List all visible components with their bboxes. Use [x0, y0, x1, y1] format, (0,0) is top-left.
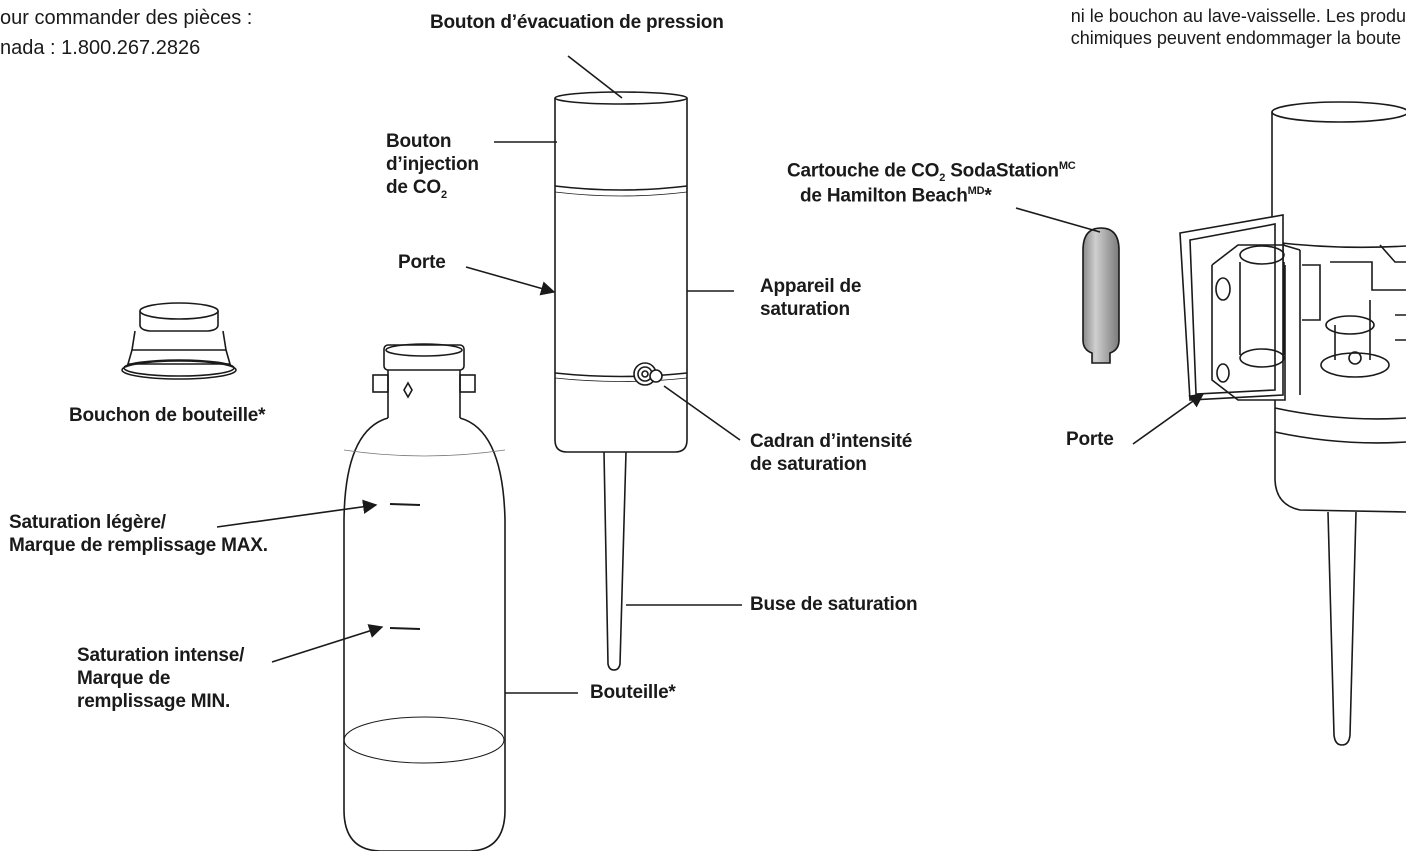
label-intense-carbonation: Saturation intense/ Marque de remplissag… — [77, 645, 244, 713]
notice-line-2: chimiques peuvent endommager la boute — [1070, 27, 1401, 48]
label-intense-carbonation-line-3: remplissage MIN. — [77, 690, 231, 712]
label-intensity-dial-line-1: Cadran d’intensité — [750, 431, 913, 452]
order-parts-phone: nada : 1.800.267.2826 — [0, 37, 201, 59]
label-co2-injection-button: Bouton d’injection de CO2 — [386, 131, 479, 202]
dishwasher-notice: ni le bouchon au lave-vaisselle. Les pro… — [1071, 0, 1406, 49]
label-light-carbonation: Saturation légère/ Marque de remplissage… — [9, 512, 268, 558]
label-co2-cartridge: Cartouche de CO2 SodaStationMC de Hamilt… — [787, 160, 1076, 208]
notice-line-1: ni le bouchon au lave-vaisselle. Les pro… — [1070, 6, 1406, 26]
label-co2-injection-line-1: Bouton — [386, 131, 452, 152]
label-intensity-dial-line-2: de saturation — [750, 453, 867, 475]
label-bottle-cap: Bouchon de bouteille* — [69, 405, 266, 426]
label-carbonator: Appareil de saturation — [760, 276, 861, 322]
label-co2-subscript: 2 — [440, 188, 447, 201]
bottle-drawing — [343, 343, 506, 851]
label-cartridge-line-1b: SodaStation — [945, 160, 1059, 182]
label-nozzle: Buse de saturation — [750, 594, 918, 615]
label-cartridge-line-2a: de Hamilton Beach — [800, 185, 968, 207]
label-co2-injection-line-3: de CO — [386, 176, 441, 198]
label-intense-carbonation-line-1: Saturation intense/ — [77, 645, 245, 666]
machine-open-door-drawing — [1179, 101, 1406, 746]
label-cartridge-mc-mark: MC — [1058, 160, 1076, 172]
label-light-carbonation-line-2: Marque de remplissage MAX. — [9, 534, 268, 556]
label-light-carbonation-line-1: Saturation légère/ — [9, 512, 166, 533]
order-parts-text: our commander des pièces : nada : 1.800.… — [0, 6, 252, 60]
order-parts-line-1: our commander des pièces : — [0, 7, 253, 29]
label-cartridge-co2-subscript: 2 — [939, 172, 946, 185]
leader-door-left — [465, 266, 556, 296]
leader-pressure-button — [567, 55, 623, 99]
label-door-left: Porte — [398, 252, 446, 273]
label-carbonator-line-2: saturation — [760, 298, 850, 320]
label-bottle: Bouteille* — [590, 682, 676, 703]
label-cartridge-line-1a: Cartouche de CO — [787, 160, 940, 182]
label-intense-carbonation-line-2: Marque de — [77, 667, 171, 689]
label-intensity-dial: Cadran d’intensité de saturation — [750, 431, 912, 477]
leader-lines — [216, 55, 1205, 694]
label-co2-injection-line-2: d’injection — [386, 153, 479, 175]
intensity-dial-drawing — [633, 362, 663, 386]
label-carbonator-line-1: Appareil de — [760, 276, 862, 297]
label-cartridge-asterisk: * — [984, 185, 992, 207]
bottle-cap-drawing — [121, 302, 237, 380]
leader-light-carbonation — [216, 499, 378, 528]
leader-door-right — [1132, 393, 1205, 445]
leader-cartridge — [1015, 207, 1101, 233]
label-door-right: Porte — [1066, 429, 1114, 450]
leader-intense-carbonation — [271, 624, 384, 663]
co2-cartridge-drawing — [1082, 227, 1120, 364]
carbonator-drawing — [554, 91, 688, 671]
label-cartridge-md-mark: MD — [967, 185, 985, 198]
leader-intensity-dial — [663, 385, 741, 441]
label-pressure-release-button: Bouton d’évacuation de pression — [430, 12, 724, 33]
